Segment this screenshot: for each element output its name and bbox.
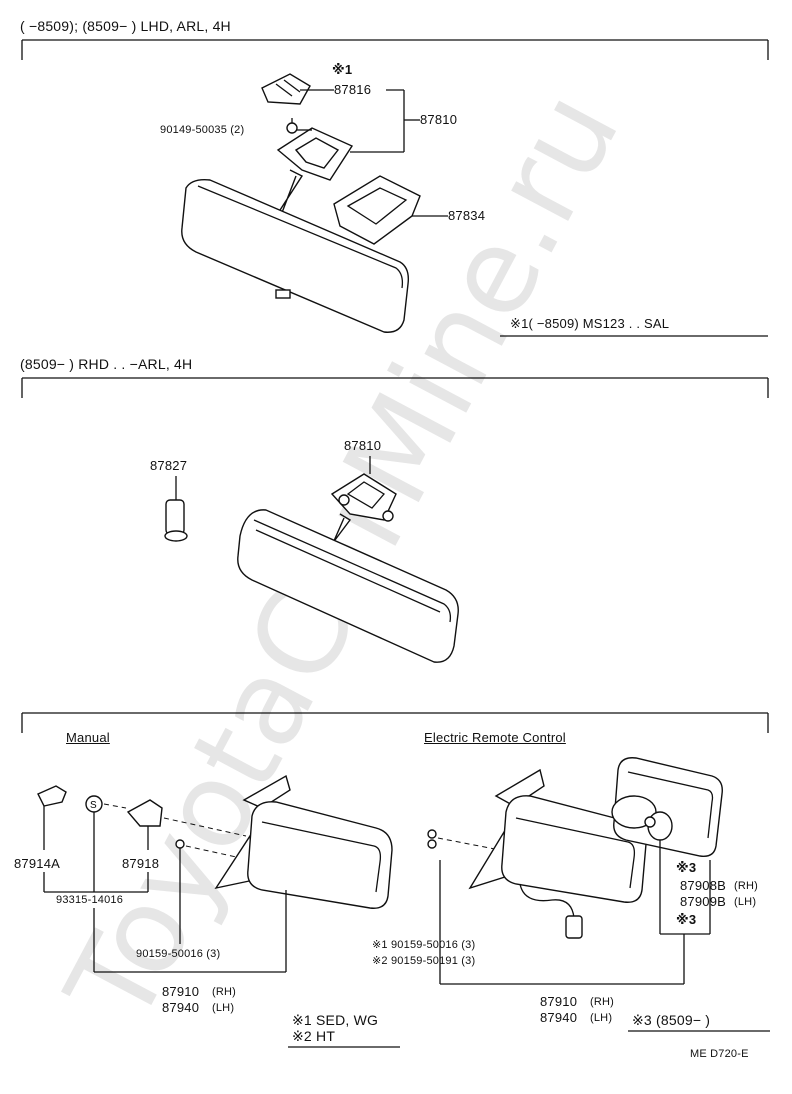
section3-frame [21,712,769,733]
cover-87834 [333,175,421,245]
label-87914A: 87914A [14,856,61,871]
label-87910-electric: 87910 [540,994,578,1009]
cover-87918 [126,799,163,850]
seal-93315: S [85,795,103,892]
tag-lh-electric: (LH) [590,1012,613,1024]
mirror-body-mid [237,509,459,663]
label-screw-e2: ※2 90159-50191 (3) [372,955,476,967]
section1-header: ( −8509); (8509− ) LHD, ARL, 4H [20,18,231,34]
label-87909B: 87909B [680,894,727,909]
label-87910-manual: 87910 [162,984,200,999]
mirror-electric [468,768,647,939]
label-87940-electric: 87940 [540,1010,578,1025]
motor-87908B [611,757,723,857]
screw-90149 [286,118,298,134]
label-screw-e1: ※1 90159-50016 (3) [372,939,476,951]
screw-manual [175,839,185,944]
note-ht: ※2 HT [292,1028,336,1044]
section1-footnote: ※1( −8509) MS123 . . SAL [510,316,670,331]
label-87918: 87918 [122,856,160,871]
mark3-bottom: ※3 [676,912,697,927]
note-mark3: ※3 (8509− ) [632,1012,711,1028]
section2-frame [21,377,769,398]
tag-rh-electric: (RH) [590,996,615,1008]
tag-rh-electric-motor: (RH) [734,880,759,892]
label-87810-mid: 87810 [344,438,382,453]
manual-dashed-lines [103,803,251,861]
mark3-top: ※3 [676,860,697,875]
label-87816: 87816 [334,82,372,97]
tag-rh-manual: (RH) [212,986,237,998]
mirror-manual [214,774,393,909]
note-underlines [288,1030,770,1048]
tag-lh-manual: (LH) [212,1002,235,1014]
section1-note-mark: ※1 [332,62,353,77]
electric-leaders [440,840,711,985]
section1-leaders [296,89,448,217]
label-87940-manual: 87940 [162,1000,200,1015]
clip-87914A [37,785,67,850]
label-87827: 87827 [150,458,188,473]
section2-header: (8509− ) RHD . . −ARL, 4H [20,356,193,372]
label-93315: 93315-14016 [56,894,124,906]
tag-lh-electric-motor: (LH) [734,896,757,908]
label-87908B: 87908B [680,878,727,893]
mirror-body-top [181,178,410,333]
label-screw-manual: 90159-50016 (3) [136,948,221,960]
bracket-87816 [261,73,311,105]
note-sed-wg: ※1 SED, WG [292,1012,379,1028]
diagram-code: ME D720-E [690,1048,749,1060]
svg-text:S: S [90,800,97,811]
pin-87827 [164,476,188,542]
section1-frame [21,39,769,337]
label-screw-90149: 90149-50035 (2) [160,124,245,136]
electric-title: Electric Remote Control [424,730,566,745]
manual-leaders [43,872,287,973]
label-87810-top: 87810 [420,112,458,127]
manual-title: Manual [66,730,110,745]
screw-electric [427,829,501,984]
label-87834: 87834 [448,208,486,223]
